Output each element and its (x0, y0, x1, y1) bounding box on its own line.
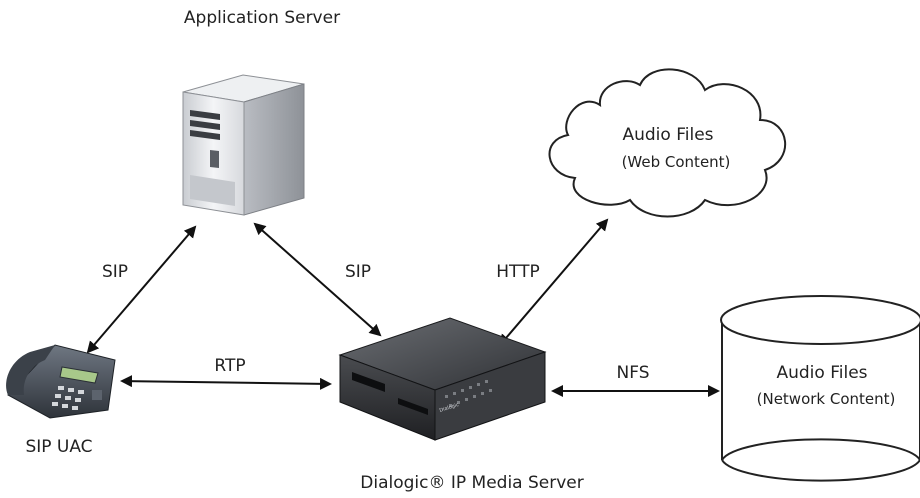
web-content-title: Audio Files (622, 125, 714, 145)
link-label-sip-right: SIP (344, 262, 372, 282)
link-label-rtp: RTP (214, 356, 246, 376)
web-content-cloud-icon (548, 68, 787, 218)
link-label-nfs: NFS (616, 363, 650, 383)
application-server-label: Application Server (183, 8, 341, 28)
media-server-brand-plate: Dialogic (439, 402, 460, 414)
network-content-storage-icon (720, 295, 920, 482)
web-content-subtitle: (Web Content) (621, 153, 731, 171)
arrow-sip-app-media (253, 222, 382, 337)
arrow-http-media-web (498, 218, 609, 347)
network-content-title: Audio Files (776, 363, 868, 383)
link-label-sip-left: SIP (101, 262, 129, 282)
arrow-rtp-phone-media (120, 375, 332, 390)
network-content-subtitle: (Network Content) (756, 390, 896, 408)
media-server-label: Dialogic® IP Media Server (360, 473, 584, 493)
sip-uac-label: SIP UAC (25, 437, 93, 457)
media-server-icon: Dialogic (338, 317, 547, 441)
link-label-http: HTTP (496, 262, 540, 282)
arrow-sip-phone-app (86, 225, 197, 354)
sip-phone-icon (6, 344, 116, 419)
application-server-icon (182, 74, 305, 216)
